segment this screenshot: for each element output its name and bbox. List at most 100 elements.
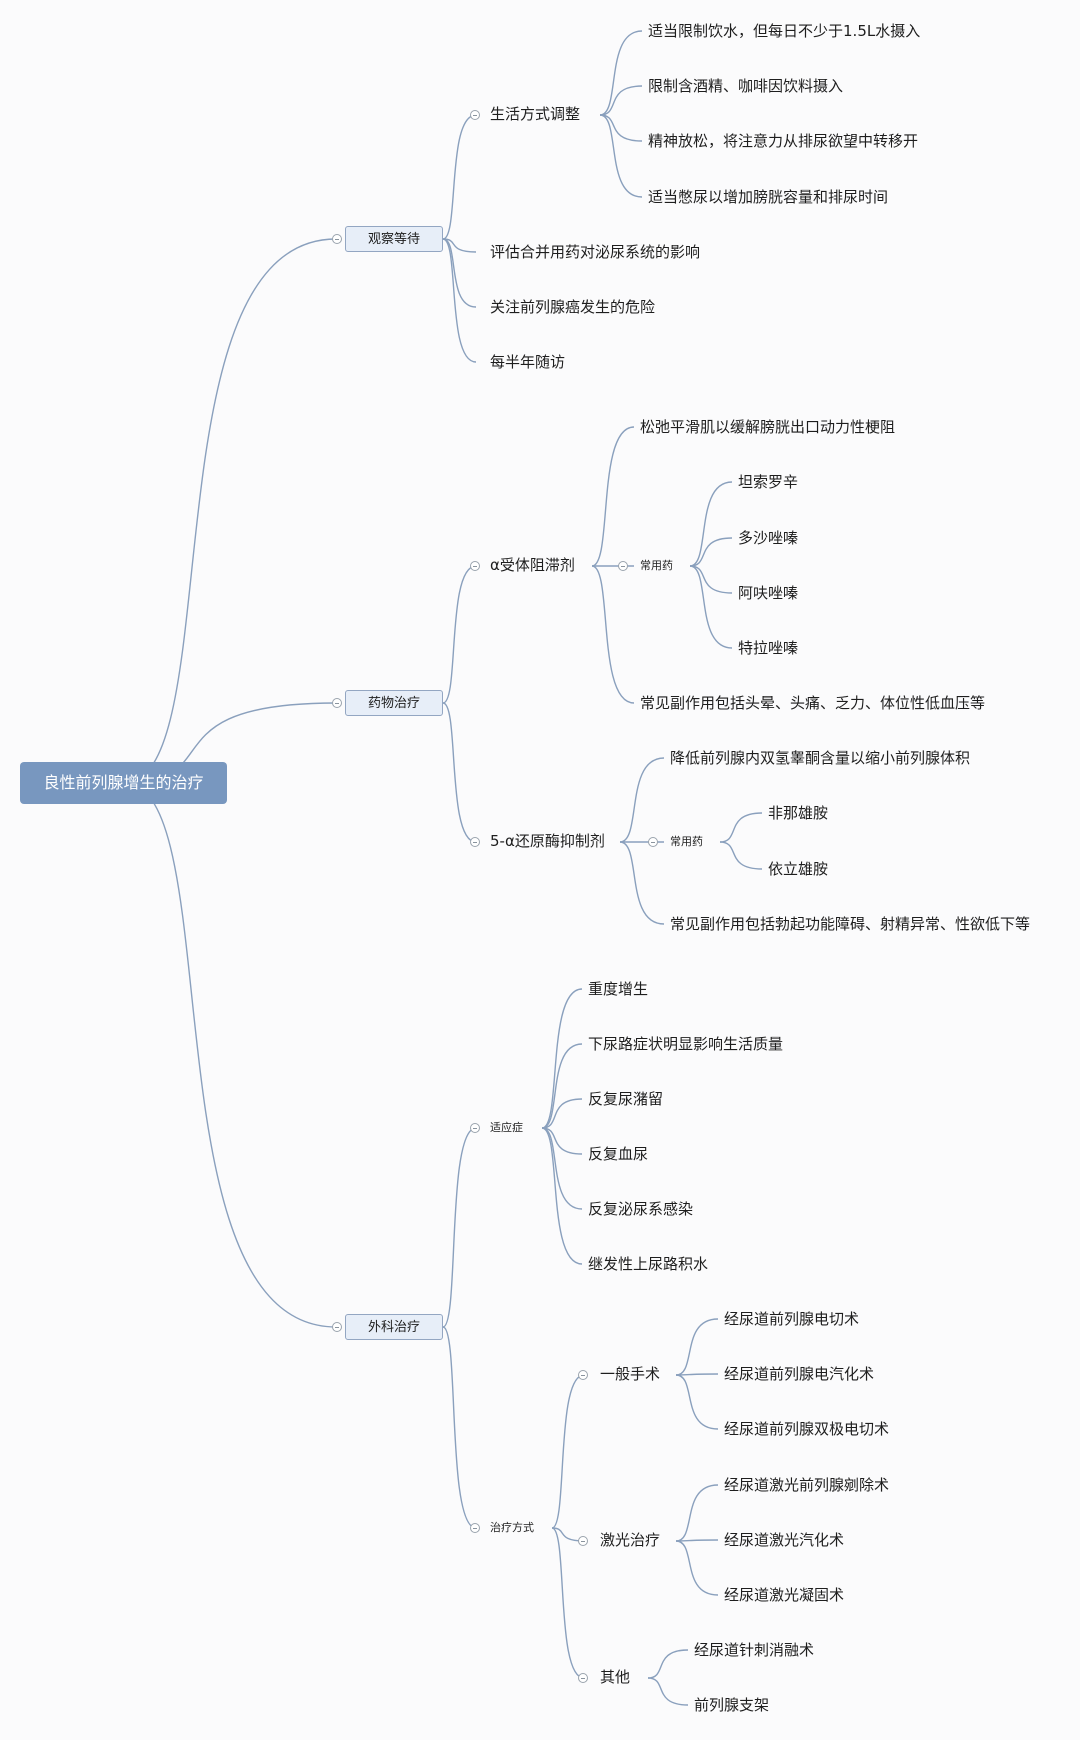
collapse-icon[interactable] [332, 698, 342, 708]
leaf-node[interactable]: 反复泌尿系感染 [588, 1200, 694, 1218]
connector [675, 1318, 719, 1376]
connector [551, 1527, 585, 1542]
connector [647, 1649, 689, 1679]
node-lifestyle[interactable]: 生活方式调整 [490, 105, 581, 123]
topic-drug-therapy[interactable]: 药物治疗 [345, 690, 443, 716]
leaf-node[interactable]: 特拉唑嗪 [738, 639, 799, 657]
leaf-node[interactable]: 经尿道前列腺电切术 [724, 1310, 860, 1328]
connector [675, 1373, 719, 1376]
connector [442, 565, 477, 704]
leaf-node[interactable]: 前列腺支架 [694, 1696, 770, 1714]
collapse-icon[interactable] [470, 1123, 480, 1133]
collapse-icon[interactable] [648, 837, 658, 847]
leaf-node[interactable]: 限制含酒精、咖啡因饮料摄入 [648, 77, 844, 95]
connector [719, 841, 763, 870]
node-other[interactable]: 其他 [600, 1668, 631, 1686]
topic-surgical-therapy[interactable]: 外科治疗 [345, 1314, 443, 1340]
connector [442, 702, 477, 843]
connector [442, 1127, 477, 1328]
leaf-node[interactable]: 继发性上尿路积水 [588, 1255, 709, 1273]
collapse-icon[interactable] [578, 1536, 588, 1546]
leaf-node[interactable]: 经尿道前列腺双极电切术 [724, 1420, 890, 1438]
node-general-surgery[interactable]: 一般手术 [600, 1365, 661, 1383]
collapse-icon[interactable] [578, 1370, 588, 1380]
topic-watchful-waiting[interactable]: 观察等待 [345, 226, 443, 252]
leaf-node[interactable]: 非那雄胺 [768, 804, 829, 822]
connector [599, 85, 643, 116]
connector [541, 988, 583, 1129]
leaf-node[interactable]: 经尿道激光汽化术 [724, 1531, 845, 1549]
leaf-node[interactable]: 经尿道针刺消融术 [694, 1641, 815, 1659]
leaf-node[interactable]: 关注前列腺癌发生的危险 [490, 298, 656, 316]
connector [719, 812, 763, 843]
connector [541, 1127, 583, 1210]
collapse-icon[interactable] [470, 110, 480, 120]
leaf-node[interactable]: 每半年随访 [490, 353, 566, 371]
connector [689, 565, 733, 594]
collapse-icon[interactable] [332, 1322, 342, 1332]
connector [541, 1098, 583, 1129]
connector [442, 238, 477, 308]
leaf-node[interactable]: 适当限制饮水，但每日不少于1.5L水摄入 [648, 22, 921, 40]
connector [541, 1127, 583, 1265]
connector [541, 1043, 583, 1129]
leaf-node[interactable]: 多沙唑嗪 [738, 529, 799, 547]
leaf-node[interactable]: 常见副作用包括勃起功能障碍、射精异常、性欲低下等 [670, 915, 1031, 933]
connector [442, 114, 477, 240]
leaf-node[interactable]: 精神放松，将注意力从排尿欲望中转移开 [648, 132, 919, 150]
leaf-node[interactable]: 松弛平滑肌以缓解膀胱出口动力性梗阻 [640, 418, 896, 436]
connector [591, 426, 635, 567]
node-treatment-methods[interactable]: 治疗方式 [490, 1521, 534, 1534]
leaf-node[interactable]: 下尿路症状明显影响生活质量 [588, 1035, 784, 1053]
connector [551, 1374, 585, 1529]
connector [591, 565, 635, 704]
node-alpha-blocker[interactable]: α受体阻滞剂 [490, 556, 575, 574]
connector [689, 565, 733, 649]
leaf-node[interactable]: 依立雄胺 [768, 860, 829, 878]
leaf-node[interactable]: 常见副作用包括头晕、头痛、乏力、体位性低血压等 [640, 694, 986, 712]
node-5-alpha-reductase-inhibitor[interactable]: 5-α还原酶抑制剂 [490, 832, 605, 850]
connector [442, 238, 477, 253]
collapse-icon[interactable] [578, 1673, 588, 1683]
connector [675, 1539, 719, 1542]
leaf-node[interactable]: 重度增生 [588, 980, 649, 998]
leaf-node[interactable]: 经尿道激光前列腺剜除术 [724, 1476, 890, 1494]
connector [541, 1127, 583, 1155]
connector [619, 757, 665, 843]
connector [599, 30, 643, 116]
connector [123, 238, 337, 784]
connector [689, 481, 733, 567]
connector [647, 1677, 689, 1706]
connector [675, 1540, 719, 1596]
connector [123, 782, 337, 1328]
leaf-node[interactable]: 降低前列腺内双氢睾酮含量以缩小前列腺体积 [670, 749, 971, 767]
node-common-drugs[interactable]: 常用药 [640, 559, 673, 572]
collapse-icon[interactable] [470, 1523, 480, 1533]
collapse-icon[interactable] [332, 234, 342, 244]
connector [442, 238, 477, 363]
collapse-icon[interactable] [470, 837, 480, 847]
connector [442, 1326, 477, 1529]
connector [619, 841, 665, 925]
leaf-node[interactable]: 反复血尿 [588, 1145, 649, 1163]
node-laser-therapy[interactable]: 激光治疗 [600, 1531, 661, 1549]
connector [551, 1527, 585, 1679]
leaf-node[interactable]: 坦索罗辛 [738, 473, 799, 491]
connector [599, 114, 643, 198]
leaf-node[interactable]: 阿呋唑嗪 [738, 584, 799, 602]
leaf-node[interactable]: 反复尿潴留 [588, 1090, 664, 1108]
leaf-node[interactable]: 评估合并用药对泌尿系统的影响 [490, 243, 701, 261]
connector [689, 537, 733, 567]
collapse-icon[interactable] [618, 561, 628, 571]
root-topic[interactable]: 良性前列腺增生的治疗 [20, 762, 227, 804]
leaf-node[interactable]: 经尿道前列腺电汽化术 [724, 1365, 875, 1383]
leaf-node[interactable]: 适当憋尿以增加膀胱容量和排尿时间 [648, 188, 889, 206]
leaf-node[interactable]: 经尿道激光凝固术 [724, 1586, 845, 1604]
node-indications[interactable]: 适应症 [490, 1121, 523, 1134]
connector [599, 114, 643, 142]
node-common-drugs[interactable]: 常用药 [670, 835, 703, 848]
collapse-icon[interactable] [470, 561, 480, 571]
connector [675, 1374, 719, 1430]
connector [675, 1484, 719, 1542]
